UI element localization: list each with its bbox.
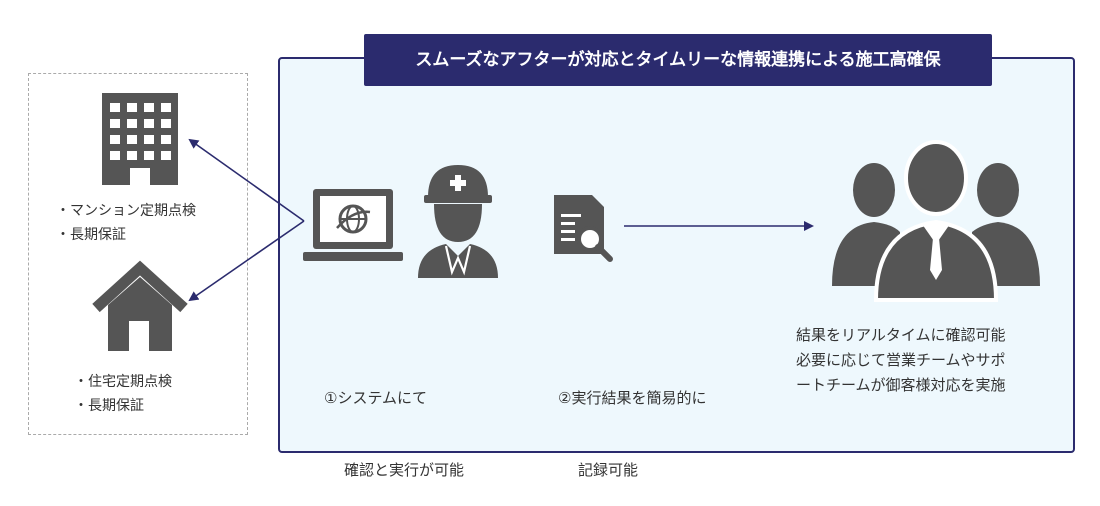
team-result-text: 結果をリアルタイムに確認可能 必要に応じて営業チームやサポ ートチームが御客様対…: [796, 323, 1006, 398]
arrow-to-building: [188, 138, 305, 222]
step1-caption: ①システムにて 確認と実行が可能: [324, 338, 464, 506]
step2-line1: ②実行結果を簡易的に: [558, 389, 707, 407]
construction-worker-icon: [418, 165, 498, 278]
list-item: 長期保証: [56, 223, 196, 247]
house-bullet-list: 住宅定期点検 長期保証: [74, 370, 172, 418]
left-panel: [28, 73, 248, 435]
result-line: 結果をリアルタイムに確認可能: [796, 326, 1006, 344]
banner-title: スムーズなアフターが対応とタイムリーな情報連携による施工高確保: [364, 34, 992, 86]
building-icon: [102, 93, 178, 185]
result-line: 必要に応じて営業チームやサポ: [796, 351, 1006, 369]
arrow-to-house: [188, 220, 305, 302]
step1-line2: 確認と実行が可能: [344, 461, 465, 479]
business-team-icon: [832, 140, 1040, 302]
result-line: ートチームが御客様対応を実施: [796, 376, 1006, 394]
list-item: マンション定期点検: [56, 199, 196, 223]
list-item: 住宅定期点検: [74, 370, 172, 394]
diagram-graphics: [92, 93, 1040, 351]
laptop-globe-icon: [303, 189, 403, 261]
house-icon: [92, 260, 188, 351]
step2-line2: 記録可能: [578, 461, 639, 479]
building-bullet-list: マンション定期点検 長期保証: [56, 199, 196, 247]
document-search-icon: [554, 195, 613, 262]
step1-line1: ①システムにて: [324, 389, 427, 407]
step2-caption: ②実行結果を簡易的に 記録可能: [558, 338, 706, 506]
list-item: 長期保証: [74, 394, 172, 418]
